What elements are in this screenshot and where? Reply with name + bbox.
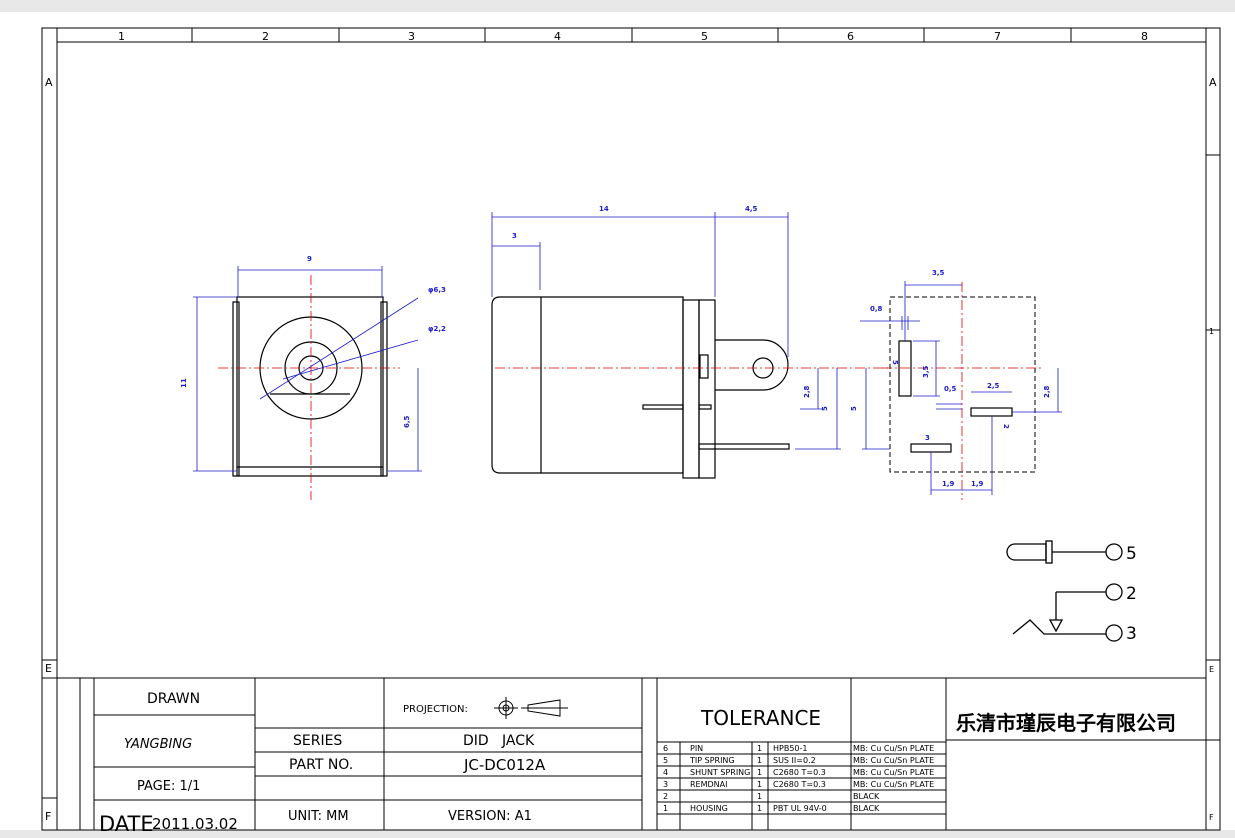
svg-text:BLACK: BLACK <box>853 792 880 801</box>
pcb-pin2-label: 2 <box>1002 424 1010 429</box>
pcb-pin3-label: 3 <box>925 434 930 442</box>
svg-text:1: 1 <box>757 804 762 813</box>
schematic-pin3-label: 3 <box>1126 624 1137 644</box>
svg-text:SHUNT SPRING: SHUNT SPRING <box>690 768 750 777</box>
column-label: 8 <box>1141 30 1148 43</box>
top-toolbar-strip <box>0 0 1235 12</box>
schematic-pin2-label: 2 <box>1126 584 1137 604</box>
row-label: A <box>45 76 53 89</box>
bom-table: 6 PIN 1 HPB50-1 MB: Cu Cu/Sn PLATE 5 TIP… <box>663 744 934 813</box>
svg-text:MB: Cu Cu/Sn PLATE: MB: Cu Cu/Sn PLATE <box>853 768 934 777</box>
svg-text:1: 1 <box>757 756 762 765</box>
partno-value: JC-DC012A <box>463 756 546 774</box>
svg-text:4: 4 <box>663 768 668 777</box>
side-h1-dim: 2,8 <box>803 385 811 398</box>
table-row: 1 HOUSING 1 PBT UL 94V-0 BLACK <box>663 804 880 813</box>
row-label: A <box>1209 76 1217 89</box>
side-h3-dim: 5 <box>850 406 858 411</box>
inner-diameter-dim: φ2,2 <box>428 325 446 333</box>
table-row: 2 1 BLACK <box>663 792 880 801</box>
date-value: 2011.03.02 <box>152 815 238 833</box>
table-row: 3 REMDNAI 1 C2680 T=0.3 MB: Cu Cu/Sn PLA… <box>663 780 934 789</box>
pcb-pin-width-dim: 0,8 <box>870 305 883 313</box>
svg-text:REMDNAI: REMDNAI <box>690 780 728 789</box>
row-label: F <box>1209 813 1214 822</box>
pcb-19a-dim: 1,9 <box>942 480 955 488</box>
svg-text:MB: Cu Cu/Sn PLATE: MB: Cu Cu/Sn PLATE <box>853 780 934 789</box>
svg-text:2: 2 <box>663 792 668 801</box>
bottom-scroll-strip[interactable] <box>0 830 1235 838</box>
column-label: 4 <box>554 30 561 43</box>
column-label: 3 <box>408 30 415 43</box>
svg-text:3: 3 <box>663 780 668 789</box>
row-label: E <box>1209 665 1214 674</box>
front-view: 9 11 φ6,3 φ2,2 6,5 <box>180 255 446 500</box>
svg-text:1: 1 <box>757 768 762 777</box>
table-row: 4 SHUNT SPRING 1 C2680 T=0.3 MB: Cu Cu/S… <box>663 768 934 777</box>
side-h2-dim: 5 <box>821 406 829 411</box>
svg-text:HPB50-1: HPB50-1 <box>773 744 807 753</box>
pcb-25-dim: 2,5 <box>987 382 1000 390</box>
version-label: VERSION: A1 <box>448 809 532 824</box>
pcb-28-dim: 2,8 <box>1043 385 1051 398</box>
pcb-pin5-label: 5 <box>891 360 899 365</box>
svg-text:MB: Cu Cu/Sn PLATE: MB: Cu Cu/Sn PLATE <box>853 744 934 753</box>
outer-diameter-dim: φ6,3 <box>428 286 446 294</box>
svg-text:1: 1 <box>757 792 762 801</box>
drawn-label: DRAWN <box>147 691 200 707</box>
pcb-35v-dim: 3,5 <box>922 365 930 378</box>
svg-text:1: 1 <box>757 744 762 753</box>
column-label: 2 <box>262 30 269 43</box>
page-label: PAGE: 1/1 <box>137 779 200 794</box>
svg-text:MB: Cu Cu/Sn PLATE: MB: Cu Cu/Sn PLATE <box>853 756 934 765</box>
row-label: E <box>45 662 52 675</box>
column-label: 7 <box>994 30 1001 43</box>
svg-text:1: 1 <box>663 804 668 813</box>
row-label: 1 <box>1209 327 1214 336</box>
svg-text:PIN: PIN <box>690 744 703 753</box>
side-tab-dim: 4,5 <box>745 205 758 213</box>
drawn-name: YANGBING <box>124 737 192 752</box>
column-label: 5 <box>701 30 708 43</box>
row-label: F <box>45 810 51 823</box>
unit-label: UNIT: MM <box>288 809 349 824</box>
pcb-19b-dim: 1,9 <box>971 480 984 488</box>
svg-text:PBT UL 94V-0: PBT UL 94V-0 <box>773 804 827 813</box>
projection-label: PROJECTION: <box>403 704 468 715</box>
column-label: 6 <box>847 30 854 43</box>
table-row: 5 TIP SPRING 1 SUS II=0.2 MB: Cu Cu/Sn P… <box>663 756 934 765</box>
pcb-footprint: 3,5 0,8 5 3,5 0,5 2,5 2,8 2 3 1,9 1,9 <box>860 269 1062 500</box>
svg-text:1: 1 <box>757 780 762 789</box>
front-width-dim: 9 <box>307 255 312 263</box>
svg-text:5: 5 <box>663 756 668 765</box>
svg-text:C2680 T=0.3: C2680 T=0.3 <box>773 768 826 777</box>
tolerance-label: TOLERANCE <box>700 706 821 730</box>
svg-text:BLACK: BLACK <box>853 804 880 813</box>
side-view: 14 4,5 3 2,8 5 5 <box>491 205 890 479</box>
column-label: 1 <box>118 30 125 43</box>
series-value: DID JACK <box>463 733 535 749</box>
company-name: 乐清市瑾辰电子有限公司 <box>956 711 1176 735</box>
series-label: SERIES <box>293 733 342 749</box>
side-lead-dim: 3 <box>512 232 517 240</box>
drawing-frame <box>41 27 1221 831</box>
schematic-pin5-label: 5 <box>1126 544 1137 564</box>
front-lower-dim: 6,5 <box>403 415 411 428</box>
schematic-symbol <box>1006 540 1123 642</box>
table-row: 6 PIN 1 HPB50-1 MB: Cu Cu/Sn PLATE <box>663 744 934 753</box>
svg-text:HOUSING: HOUSING <box>690 804 728 813</box>
pcb-05-dim: 0,5 <box>944 385 957 393</box>
svg-text:6: 6 <box>663 744 668 753</box>
title-block <box>41 677 1207 831</box>
side-length-dim: 14 <box>599 205 609 213</box>
date-label: DATE <box>99 812 154 836</box>
svg-text:C2680 T=0.3: C2680 T=0.3 <box>773 780 826 789</box>
partno-label: PART NO. <box>289 757 353 773</box>
svg-text:TIP SPRING: TIP SPRING <box>689 756 735 765</box>
front-height-dim: 11 <box>180 378 188 388</box>
svg-text:SUS II=0.2: SUS II=0.2 <box>773 756 816 765</box>
pcb-top-dim: 3,5 <box>932 269 945 277</box>
